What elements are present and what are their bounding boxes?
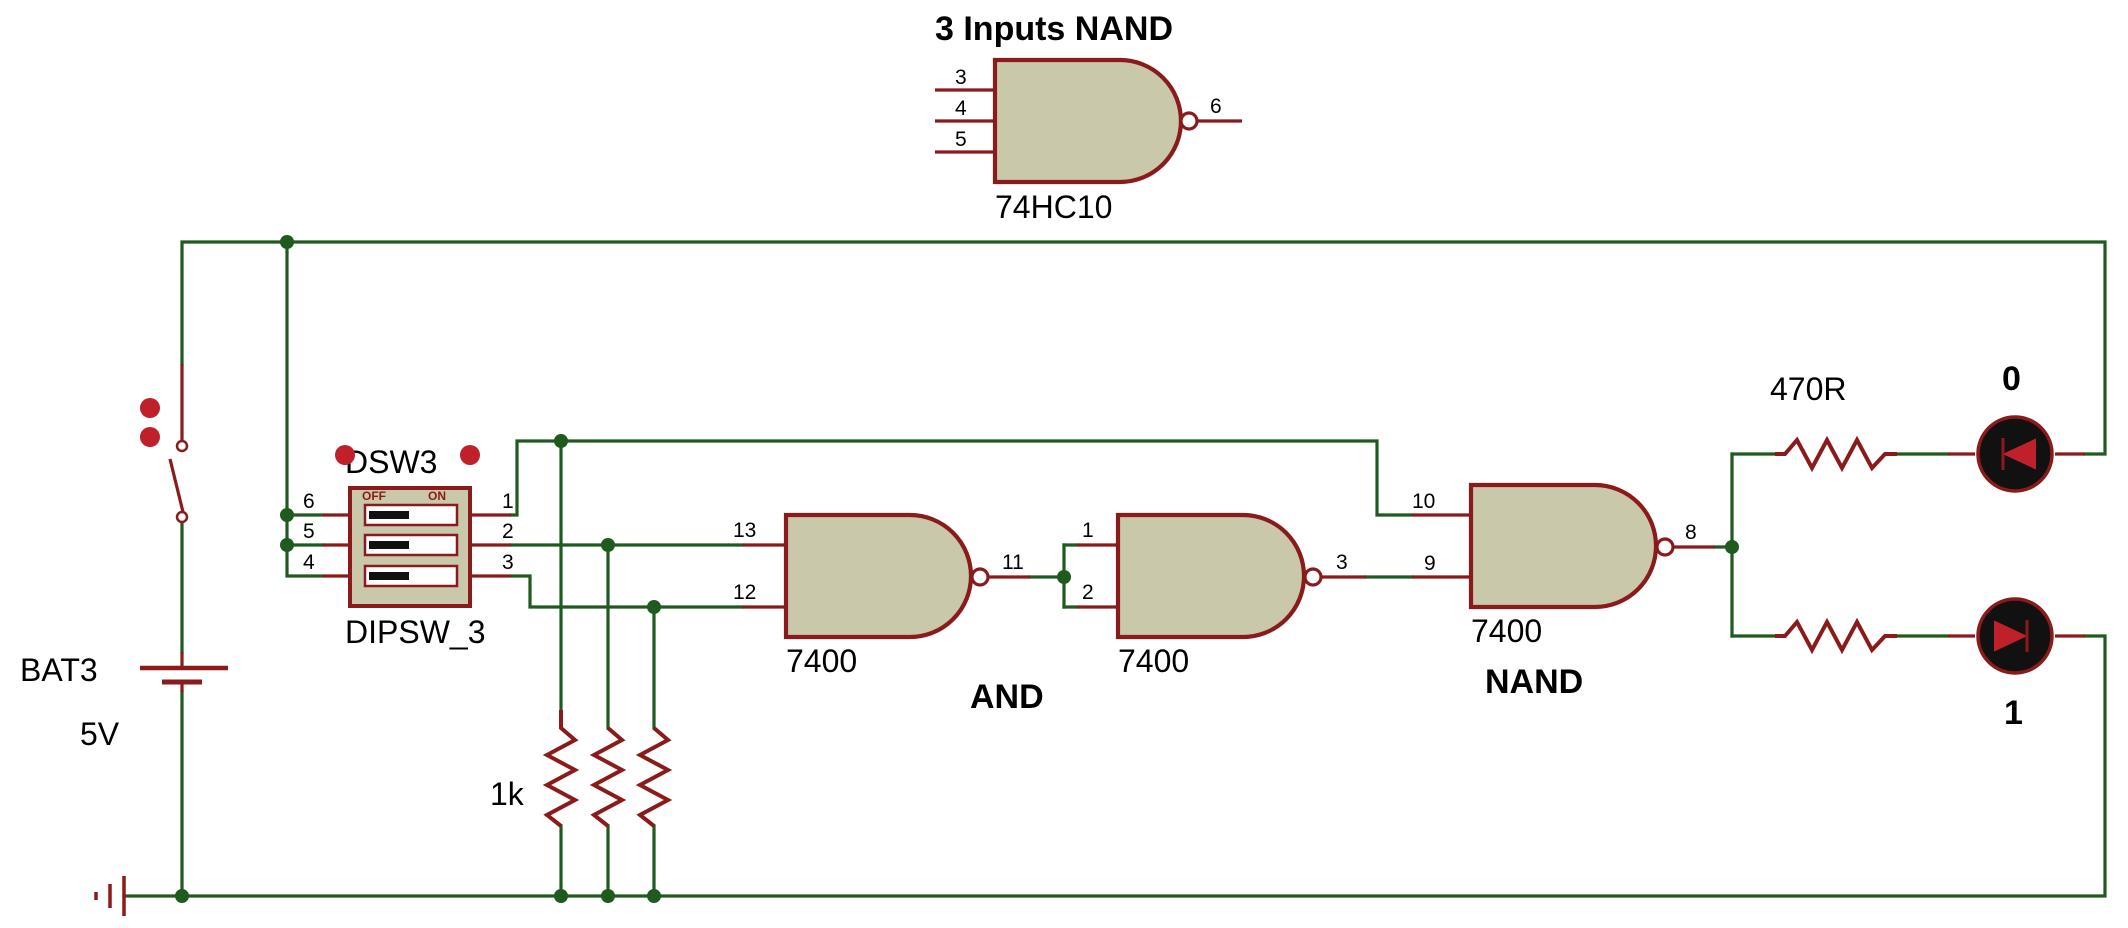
battery-value: 5V: [80, 716, 120, 752]
nand-gate-3: 10 9 8 7400: [1412, 482, 1715, 649]
dipswitch-right-control-icon[interactable]: [460, 445, 480, 465]
dip-pin-6: 6: [303, 490, 315, 513]
dipswitch-on-label: ON: [428, 489, 446, 503]
gate1-part: 7400: [786, 643, 857, 679]
led-top-label: 0: [2002, 360, 2021, 398]
switch-open-control-icon[interactable]: [140, 398, 160, 418]
dip-pin-1: 1: [502, 490, 514, 513]
gate2-pin-1: 1: [1082, 519, 1094, 542]
gate1-pin-13: 13: [733, 519, 756, 542]
battery: BAT3 5V: [20, 652, 228, 752]
dip-pin-2: 2: [502, 520, 514, 543]
dipswitch-off-label: OFF: [362, 489, 386, 503]
gate2-pin-2: 2: [1082, 581, 1094, 604]
dipswitch-left-control-icon[interactable]: [335, 445, 355, 465]
dip-pin-4: 4: [303, 551, 315, 574]
led-resistor-value: 470R: [1770, 371, 1847, 407]
nand-gate-2: 1 2 3 7400: [1077, 512, 1366, 679]
junction-nodes: [175, 235, 1739, 903]
gate3-part: 7400: [1471, 613, 1542, 649]
led-bottom-label: 1: [2004, 694, 2023, 732]
led-top: 0: [1948, 360, 2085, 493]
gate2-pin-3: 3: [1336, 551, 1348, 574]
battery-name: BAT3: [20, 652, 98, 688]
gate1-pin-11: 11: [1002, 551, 1024, 574]
ref-part-label: 74HC10: [995, 189, 1112, 225]
gate3-pin-8: 8: [1685, 521, 1697, 544]
switch-close-control-icon[interactable]: [140, 427, 160, 447]
led-resistors: 470R: [1770, 371, 1897, 655]
dip-switch[interactable]: DSW3 OFF ON 6 5 4 1 2 3 DIPSW_3: [303, 444, 514, 650]
dipswitch-ref: DSW3: [345, 444, 437, 480]
pulldown-value: 1k: [490, 776, 525, 812]
schematic-title: 3 Inputs NAND: [935, 10, 1173, 48]
ref-pin-4: 4: [955, 97, 967, 120]
dip-pin-3: 3: [502, 551, 514, 574]
nand-label: NAND: [1485, 663, 1583, 701]
ground-icon: [94, 876, 126, 916]
reference-nand3-gate: 3 4 5 6 74HC10: [935, 57, 1242, 225]
wires: [122, 240, 2107, 898]
gate2-part: 7400: [1118, 643, 1189, 679]
and-label: AND: [970, 678, 1044, 716]
dipswitch-part: DIPSW_3: [345, 614, 485, 650]
led-bottom: 1: [1948, 597, 2085, 732]
spst-switch[interactable]: [140, 364, 189, 524]
gate3-pin-9: 9: [1424, 552, 1436, 575]
dip-pin-5: 5: [303, 520, 315, 543]
ref-pin-5: 5: [955, 128, 967, 151]
pulldown-resistors: 1k: [490, 710, 673, 828]
ref-pin-6: 6: [1210, 95, 1222, 118]
nand-gate-1: 13 12 11 7400: [733, 512, 1030, 679]
gate1-pin-12: 12: [733, 581, 756, 604]
gate3-pin-10: 10: [1412, 490, 1435, 513]
ref-pin-3: 3: [955, 66, 967, 89]
